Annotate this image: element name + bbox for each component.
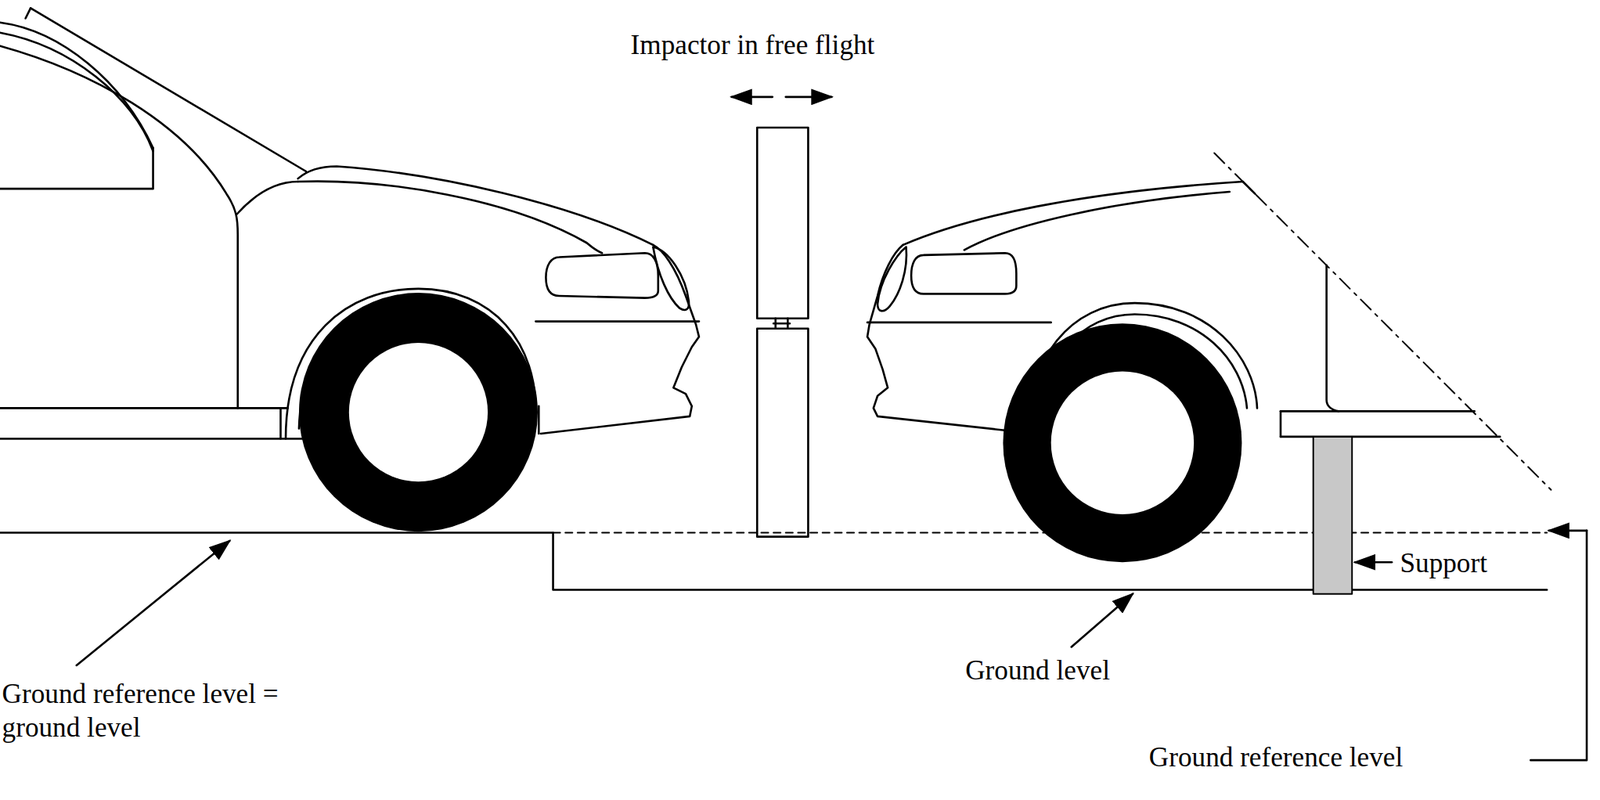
impactor-upper — [756, 127, 808, 319]
support-block — [1313, 436, 1353, 595]
windshield-line — [30, 7, 307, 172]
pillar-line — [0, 32, 154, 152]
bumper-front — [540, 245, 700, 434]
sill-line — [279, 407, 282, 439]
headlight — [545, 252, 658, 298]
hood-top — [298, 165, 654, 245]
right-car — [867, 153, 1551, 563]
door-line — [0, 46, 238, 409]
bumper-line — [535, 320, 700, 323]
tilt-line — [1214, 153, 1551, 491]
leader-arrow — [76, 540, 231, 666]
knee-joint — [773, 318, 790, 329]
tyre — [299, 292, 538, 532]
ground — [0, 436, 1547, 595]
cowl-line — [236, 181, 298, 215]
sill-line — [1279, 410, 1283, 437]
sill-line — [0, 437, 307, 440]
label-text: Ground reference level — [1149, 740, 1403, 775]
reference-line — [553, 531, 1548, 534]
sill-line — [1280, 410, 1475, 413]
impactor — [731, 97, 833, 537]
corner-light — [652, 246, 689, 310]
leaders — [76, 530, 1587, 761]
motion-arrow — [785, 96, 833, 99]
label-text: Ground reference level = ground level — [2, 677, 309, 746]
rim — [349, 342, 488, 482]
sill-line — [0, 407, 289, 410]
label-text: Impactor in free flight — [630, 28, 876, 62]
left-car — [0, 7, 700, 532]
window-frame — [0, 147, 154, 189]
bumper-line — [867, 321, 1052, 325]
leader-arrow — [1071, 594, 1133, 648]
pillar-line — [0, 22, 154, 148]
rim — [1051, 371, 1194, 514]
label-text: Ground level — [965, 654, 1110, 689]
leader-arrow — [1354, 561, 1392, 564]
leader-arrow — [1549, 529, 1587, 533]
impactor-lower — [756, 328, 808, 537]
roof-line — [25, 7, 32, 19]
tyre — [1002, 323, 1242, 563]
body-edge — [1326, 265, 1340, 411]
hood-line — [964, 191, 1230, 250]
label-text: Support — [1399, 547, 1487, 581]
motion-arrow — [731, 96, 773, 99]
headlight — [911, 252, 1017, 294]
reference-bracket — [1530, 530, 1587, 761]
hood-line — [298, 181, 602, 254]
sill-line — [537, 406, 541, 434]
